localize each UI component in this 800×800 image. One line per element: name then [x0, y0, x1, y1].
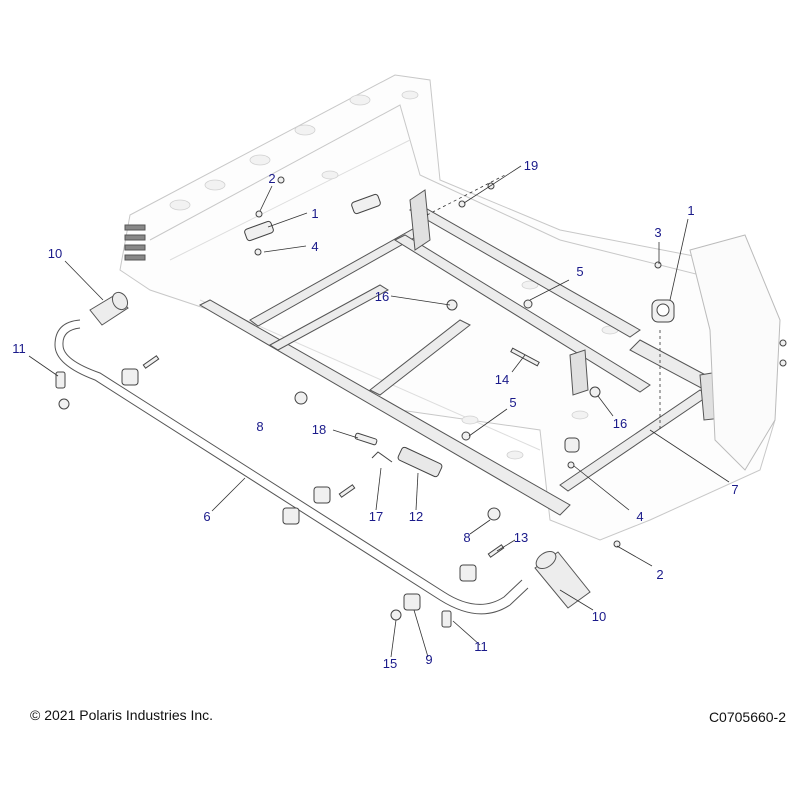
- tail-light-grille: [124, 224, 146, 261]
- callout-8-right: 8: [463, 530, 470, 545]
- callout-18: 18: [312, 422, 326, 437]
- callout-14: 14: [495, 372, 509, 387]
- grip-sleeve: [89, 291, 591, 609]
- callout-labels: 2 1 4 10 11 8 19 16 5 14 3 1 16 7 4 2 5 …: [12, 158, 738, 671]
- callout-4-left: 4: [311, 239, 318, 254]
- callout-15: 15: [383, 656, 397, 671]
- callout-11-right: 11: [474, 639, 488, 654]
- callout-1-left: 1: [311, 206, 318, 221]
- clamps-and-fasteners: [55, 176, 787, 628]
- callout-4-right: 4: [636, 509, 643, 524]
- bed-holes: [169, 90, 619, 460]
- hitch-bar: [54, 319, 529, 615]
- callout-16-right: 16: [613, 416, 627, 431]
- bumper: [689, 234, 781, 471]
- callout-16-left: 16: [375, 289, 389, 304]
- callout-7: 7: [731, 482, 738, 497]
- callout-2-right: 2: [656, 567, 663, 582]
- bed-frame: [198, 204, 716, 516]
- callout-5-mid: 5: [509, 395, 516, 410]
- figure-code: C0705660-2: [708, 709, 786, 725]
- callout-1-right: 1: [687, 203, 694, 218]
- callout-5-top: 5: [576, 264, 583, 279]
- callout-10-right: 10: [592, 609, 606, 624]
- callout-13: 13: [514, 530, 528, 545]
- spring: [371, 446, 443, 478]
- callout-19: 19: [524, 158, 538, 173]
- callout-8-left: 8: [256, 419, 263, 434]
- callout-17: 17: [369, 509, 383, 524]
- callout-2-top: 2: [268, 171, 275, 186]
- callout-9: 9: [425, 652, 432, 667]
- copyright-notice: © 2021 Polaris Industries Inc.: [30, 707, 214, 723]
- leader-lines: [28, 165, 730, 658]
- callout-12: 12: [409, 509, 423, 524]
- callout-10-left: 10: [48, 246, 62, 261]
- callout-6: 6: [203, 509, 210, 524]
- callout-11-left: 11: [12, 341, 26, 356]
- callout-3: 3: [654, 225, 661, 240]
